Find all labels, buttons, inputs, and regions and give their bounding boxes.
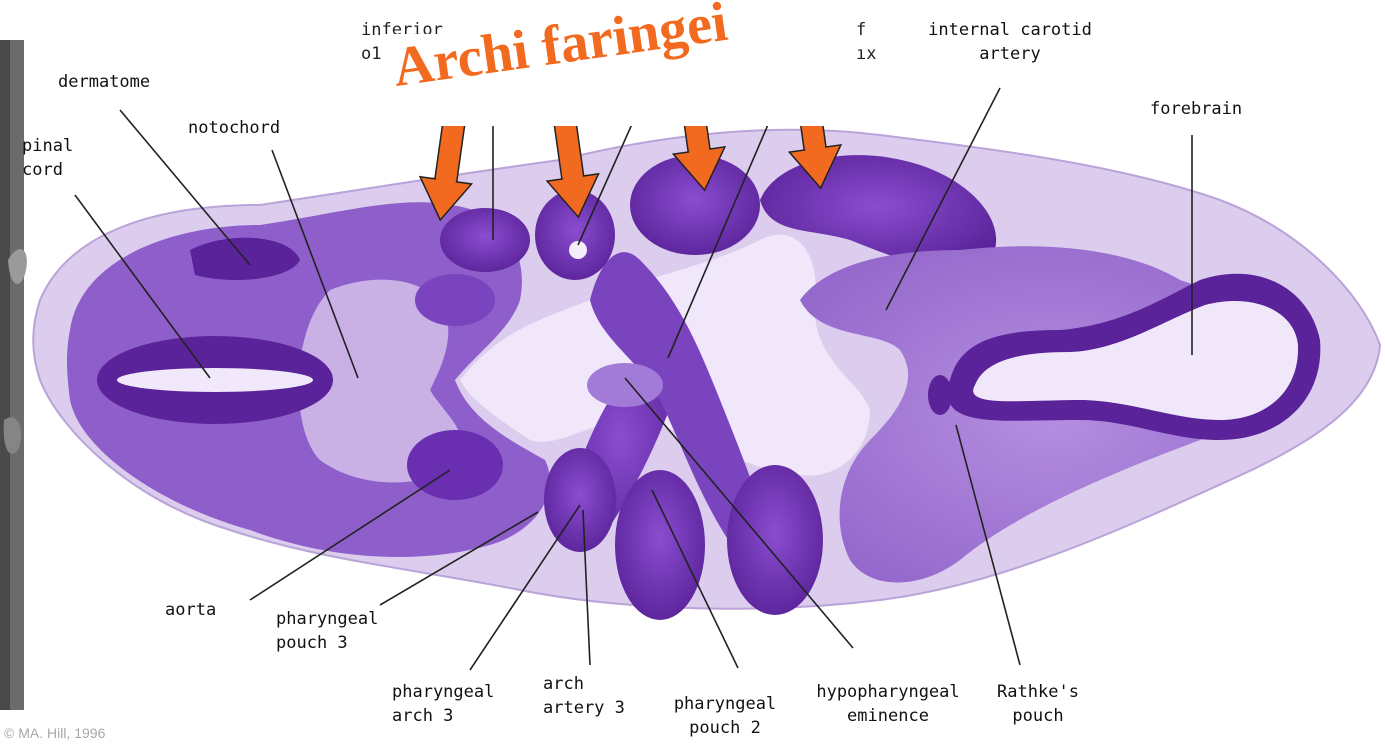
label-aorta: aorta	[165, 598, 216, 622]
arch-bottom-2	[615, 470, 705, 620]
label-internal-carotid-artery: internal carotid artery	[912, 18, 1108, 66]
hypopharyngeal-eminence-shape	[587, 363, 663, 407]
rathkes-pouch-shape	[928, 375, 952, 415]
spinal-cord-lumen	[117, 368, 313, 392]
label-arch-artery-3: arch artery 3	[543, 672, 625, 720]
label-pharyngeal-pouch-3: pharyngeal pouch 3	[276, 607, 378, 655]
arch-bottom-3	[727, 465, 823, 615]
label-spinal-cord: pinal cord	[22, 134, 73, 182]
label-hypopharyngeal-eminence: hypopharyngeal eminence	[797, 680, 979, 728]
blob-mid	[415, 274, 495, 326]
label-pharyngeal-arch-3: pharyngeal arch 3	[392, 680, 494, 728]
label-dermatome: dermatome	[58, 70, 150, 94]
label-pharyngeal-pouch-2: pharyngeal pouch 2	[650, 692, 800, 740]
label-pharynx-partial: f ıx	[856, 18, 876, 66]
blob-upper	[440, 208, 530, 272]
arch-bottom-1	[544, 448, 616, 552]
copyright-notice: © MA. Hill, 1996	[4, 725, 105, 741]
label-notochord: notochord	[188, 116, 280, 140]
label-forebrain: forebrain	[1150, 97, 1242, 121]
label-rathkes-pouch: Rathke's pouch	[985, 680, 1091, 728]
